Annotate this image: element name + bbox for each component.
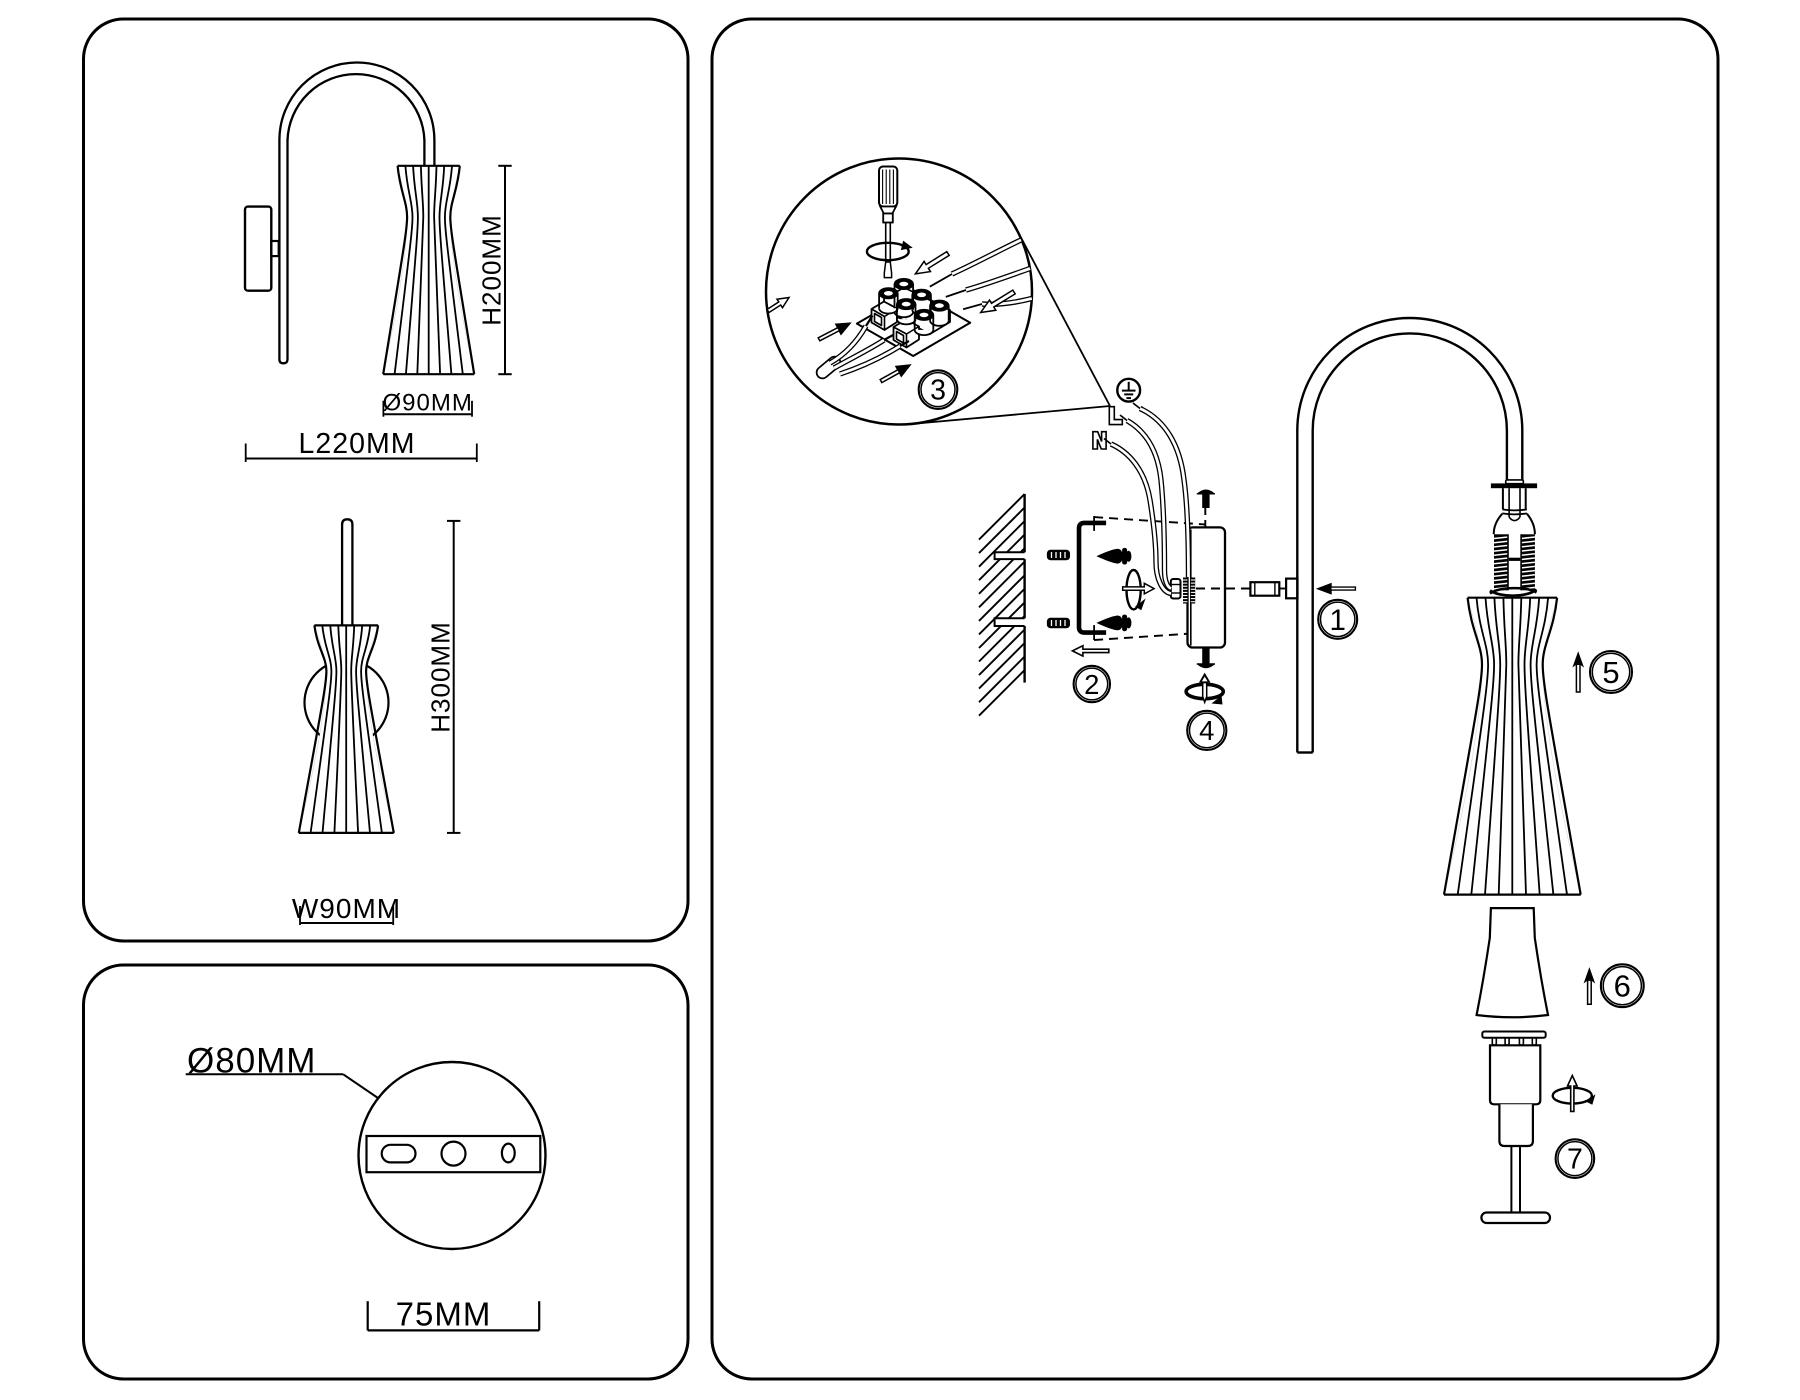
svg-text:1: 1 bbox=[1329, 604, 1345, 637]
svg-text:75MM: 75MM bbox=[396, 1296, 492, 1333]
svg-text:3: 3 bbox=[930, 375, 946, 407]
svg-text:H200MM: H200MM bbox=[477, 214, 507, 325]
svg-text:5: 5 bbox=[1602, 655, 1619, 690]
svg-text:H300MM: H300MM bbox=[426, 621, 456, 732]
svg-text:4: 4 bbox=[1199, 715, 1214, 746]
svg-text:6: 6 bbox=[1614, 969, 1631, 1004]
svg-text:2: 2 bbox=[1084, 669, 1099, 700]
svg-text:Ø90MM: Ø90MM bbox=[383, 390, 473, 417]
svg-text:7: 7 bbox=[1567, 1144, 1583, 1176]
svg-text:W90MM: W90MM bbox=[292, 893, 401, 924]
svg-text:L220MM: L220MM bbox=[299, 428, 416, 460]
